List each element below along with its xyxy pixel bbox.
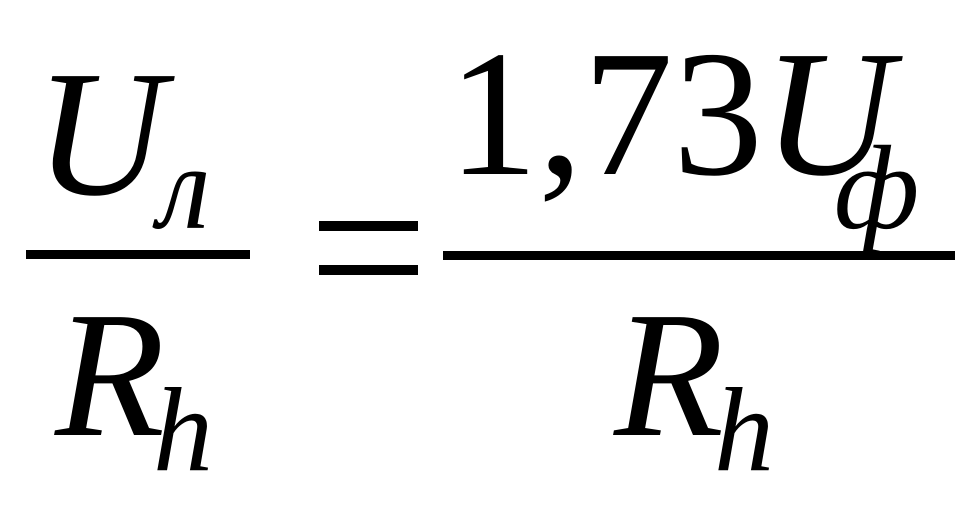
right-numerator-subscript: ф bbox=[834, 121, 920, 254]
right-fraction-bar bbox=[443, 251, 955, 260]
left-fraction-bar bbox=[26, 250, 250, 259]
equals-bottom-line bbox=[319, 265, 418, 275]
right-numerator-symbol: U bbox=[763, 14, 893, 213]
right-denominator-symbol: R bbox=[614, 275, 724, 474]
right-numerator-text: 1,73U bbox=[448, 14, 893, 213]
left-numerator-symbol: U bbox=[35, 34, 165, 233]
right-denominator-subscript: h bbox=[714, 363, 774, 496]
left-denominator-symbol: R bbox=[55, 275, 165, 474]
equals-top-line bbox=[319, 221, 418, 231]
right-numerator-coefficient: 1,73 bbox=[448, 14, 763, 213]
left-denominator-subscript: h bbox=[153, 363, 213, 496]
left-numerator-subscript: л bbox=[158, 121, 211, 254]
right-numerator-expression: 1,73U bbox=[448, 24, 893, 204]
